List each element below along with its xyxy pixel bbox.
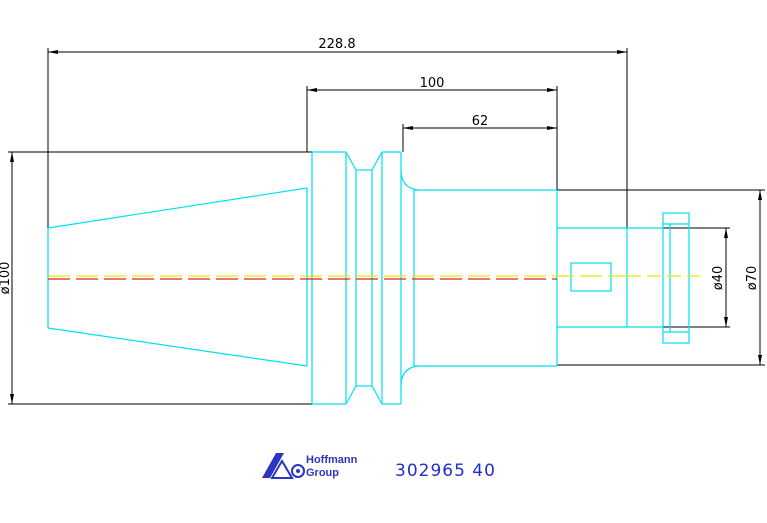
- dim-diameter-70: ø70: [745, 266, 760, 291]
- logo-word-hoffmann: Hoffmann: [306, 454, 358, 466]
- dim-diameter-40: ø40: [711, 266, 726, 291]
- part-number: 302965 40: [395, 461, 496, 481]
- dim-length-62: 62: [472, 114, 489, 129]
- dimension-arrows: [10, 50, 762, 404]
- dim-length-100: 100: [420, 76, 445, 91]
- dimension-lines: [8, 48, 765, 405]
- part-outline: [47, 151, 690, 405]
- dim-diameter-100: ø100: [0, 262, 13, 295]
- hoffmann-group-logo: Hoffmann Group: [262, 453, 358, 479]
- centerlines: [48, 275, 700, 280]
- dim-overall-length: 228.8: [318, 37, 355, 52]
- logo-word-group: Group: [306, 467, 339, 479]
